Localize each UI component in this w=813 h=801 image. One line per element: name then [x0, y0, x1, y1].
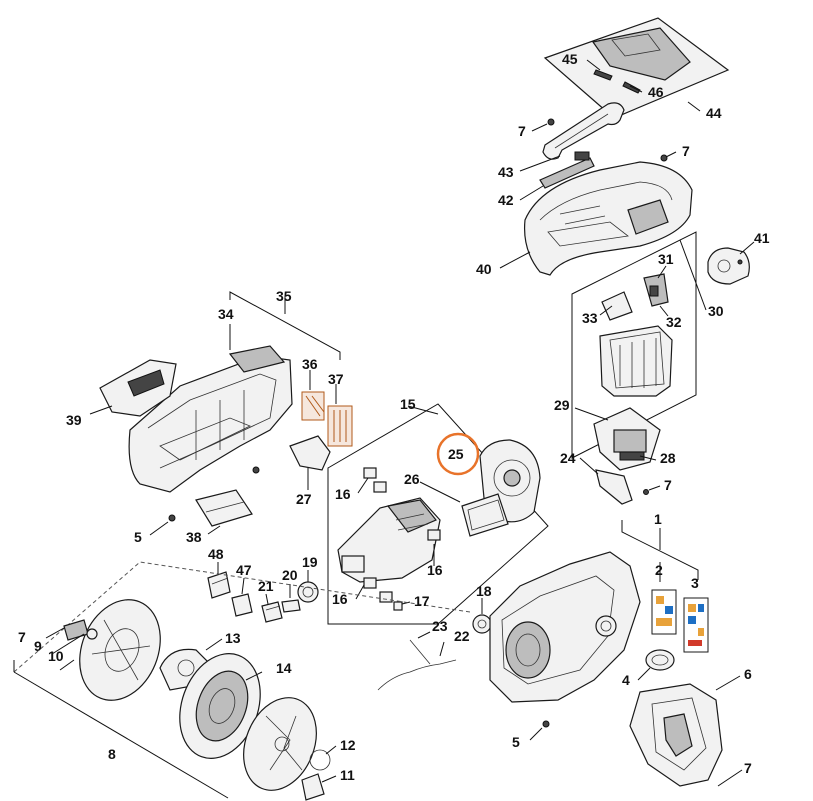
callout-21: 21 — [258, 578, 274, 594]
callout-31: 31 — [658, 251, 674, 267]
callout-25: 25 — [448, 446, 464, 462]
main-housing-part — [489, 551, 641, 703]
callout-11: 11 — [340, 767, 355, 783]
callout-12: 12 — [340, 737, 356, 753]
callout-41: 41 — [754, 230, 770, 246]
callout-33: 33 — [582, 310, 598, 326]
callout-34: 34 — [218, 306, 234, 322]
decal-2 — [651, 589, 677, 635]
callout-39: 39 — [66, 412, 82, 428]
callout-47: 47 — [236, 562, 252, 578]
callout-8: 8 — [108, 746, 116, 762]
callout-3: 3 — [691, 575, 699, 591]
callout-13: 13 — [225, 630, 241, 646]
callout-1: 1 — [654, 511, 662, 527]
callout-10: 10 — [48, 648, 64, 664]
handle-part — [542, 102, 668, 162]
callout-5a: 5 — [134, 529, 142, 545]
decal-3 — [683, 597, 709, 653]
callout-48: 48 — [208, 546, 224, 562]
callout-26: 26 — [404, 471, 420, 487]
reel-knob-11 — [301, 749, 331, 801]
side-cover-part — [99, 359, 177, 417]
reel-drum-14 — [179, 653, 261, 759]
callout-7a: 7 — [518, 123, 526, 139]
callout-23: 23 — [432, 618, 448, 634]
filter-basket-part — [599, 325, 673, 397]
callout-24: 24 — [560, 450, 576, 466]
callout-19: 19 — [302, 554, 318, 570]
callout-37: 37 — [328, 371, 344, 387]
filter-strip-37 — [327, 405, 353, 447]
callout-9: 9 — [34, 638, 42, 654]
callout-46: 46 — [648, 84, 664, 100]
callout-36: 36 — [302, 356, 318, 372]
switch-bracket-part — [593, 407, 661, 505]
lower-housing-part — [128, 345, 293, 493]
brush-part-38 — [195, 489, 253, 527]
callout-labels: 1 2 3 4 5 5 6 7 7 7 7 7 8 9 10 11 12 13 … — [18, 51, 770, 783]
small-parts — [207, 571, 492, 691]
upper-housing-part — [523, 161, 693, 276]
callout-7c: 7 — [664, 477, 672, 493]
callout-45: 45 — [562, 51, 578, 67]
cord-hook-part — [707, 247, 750, 285]
callout-42: 42 — [498, 192, 514, 208]
motor-group-box — [327, 403, 549, 625]
reel-flange-right — [243, 697, 317, 791]
callout-35: 35 — [276, 288, 292, 304]
reel-flange-left — [79, 599, 161, 701]
filter-group-box — [571, 231, 707, 459]
top-cover-assembly — [543, 17, 730, 119]
callout-16a: 16 — [335, 486, 351, 502]
callout-6: 6 — [744, 666, 752, 682]
callout-16b: 16 — [427, 562, 443, 578]
callout-16c: 16 — [332, 591, 348, 607]
callout-22: 22 — [454, 628, 470, 644]
filter-strip-36 — [301, 391, 325, 421]
callout-44: 44 — [706, 105, 722, 121]
handle-insert-part — [539, 151, 595, 189]
rear-cover-part-6 — [629, 683, 723, 787]
logo-badge-4 — [645, 649, 675, 671]
callout-7e: 7 — [744, 760, 752, 776]
callout-14: 14 — [276, 660, 292, 676]
callout-17: 17 — [414, 593, 430, 609]
callout-40: 40 — [476, 261, 492, 277]
tray-part-27 — [289, 435, 331, 471]
filter-block-26 — [461, 493, 509, 537]
callout-5b: 5 — [512, 734, 520, 750]
callout-20: 20 — [282, 567, 298, 583]
callout-29: 29 — [554, 397, 570, 413]
callout-2: 2 — [655, 562, 663, 578]
reel-assembly-box — [13, 561, 471, 799]
callout-30: 30 — [708, 303, 724, 319]
bracket-1-2-3 — [621, 520, 699, 582]
callout-27: 27 — [296, 491, 312, 507]
callout-4: 4 — [622, 672, 630, 688]
callout-28: 28 — [660, 450, 676, 466]
callout-38: 38 — [186, 529, 202, 545]
callout-18: 18 — [476, 583, 492, 599]
latch-part — [601, 273, 669, 321]
motor-part — [337, 497, 441, 583]
callout-15: 15 — [400, 396, 416, 412]
callout-7d: 7 — [18, 629, 26, 645]
callout-32: 32 — [666, 314, 682, 330]
callout-43: 43 — [498, 164, 514, 180]
highlight-ring-25 — [436, 432, 480, 476]
callout-7b: 7 — [682, 143, 690, 159]
